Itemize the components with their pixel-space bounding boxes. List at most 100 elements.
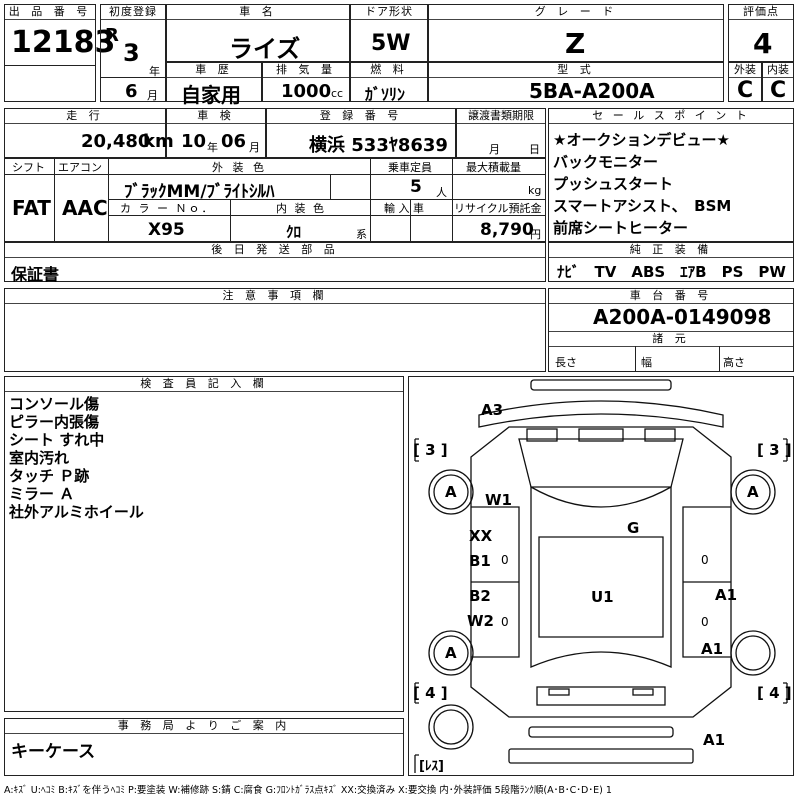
capacity-unit: 人	[436, 186, 447, 199]
grade-label: グ レ ー ド	[429, 5, 723, 20]
inspector-note-6: ミラー Ａ	[9, 485, 75, 503]
mark-0-l2: 0	[501, 615, 509, 629]
interior-label: 内装	[763, 63, 793, 78]
history: 自家用	[181, 83, 241, 107]
insp-year: 10	[181, 131, 207, 152]
mileage-box: 走 行 20,480 km	[4, 108, 174, 158]
mark-a1-rr: A1	[701, 640, 724, 658]
shift-label: シフト	[12, 161, 45, 174]
first-reg-year: 3	[123, 39, 140, 67]
office-note: キーケース	[11, 742, 96, 762]
inspector-note-7: 社外アルミホイール	[9, 503, 144, 521]
displacement: 1000	[281, 81, 332, 102]
door-type: 5W	[371, 31, 411, 56]
inspection-box: 車 検 10 年 06 月	[166, 108, 266, 158]
car-name: ライズ	[229, 35, 301, 63]
inspector-box: 検 査 員 記 入 欄 コンソール傷 ピラー内張傷 シート すれ中 室内汚れ タ…	[4, 376, 404, 712]
dims-label: 諸 元	[549, 331, 793, 347]
later-parts-box: 後 日 発 送 部 品 保証書	[4, 242, 546, 284]
mark-3-right: [ 3 ]	[757, 441, 792, 459]
notes-label: 注 意 事 項 欄	[5, 289, 545, 304]
lot-box: 出 品 番 号 12183	[4, 4, 115, 102]
mileage: 20,480	[81, 131, 151, 152]
insp-month-unit: 月	[249, 141, 260, 154]
inspector-note-2: ピラー内張傷	[9, 413, 100, 431]
car-diagram: A3 [ 3 ] [ 3 ] A W1 A XX B1 G 0 0 B2 W2 …	[408, 376, 794, 776]
exterior-label: 外装	[729, 63, 761, 78]
inspector-note-4: 室内汚れ	[9, 449, 70, 467]
history-box: 車 歴 自家用	[166, 62, 262, 107]
notes-box: 注 意 事 項 欄	[4, 288, 546, 372]
mark-b1: B1	[469, 552, 491, 570]
equipment-label: 純 正 装 備	[549, 243, 793, 258]
color-label: 外 装 色	[212, 161, 267, 174]
recycle-label: リサイクル預託金	[454, 202, 542, 215]
inspector-note-1: コンソール傷	[9, 395, 100, 413]
sales-point-5: 前席シートヒーター	[553, 219, 689, 237]
load-label: 最大積載量	[466, 161, 521, 174]
mark-3-left: [ 3 ]	[413, 441, 448, 459]
import-label: 輸 入 車	[384, 202, 424, 215]
first-reg-label: 初度登録	[101, 5, 165, 20]
mark-a-fl: A	[445, 483, 457, 501]
inspector-note-5: タッチ Ｐ跡	[9, 467, 90, 485]
inspector-note-3: シート すれ中	[9, 431, 105, 449]
mark-u1: U1	[591, 588, 614, 606]
insp-month: 06	[221, 131, 247, 152]
lot-number: 12183	[11, 25, 116, 60]
registration-box: 登 録 番 号 横浜 533ﾔ8639	[266, 108, 456, 158]
grade: Z	[565, 27, 586, 60]
grade-box: グ レ ー ド Z	[428, 4, 724, 62]
mileage-label: 走 行	[5, 109, 165, 124]
later-parts: 保証書	[11, 265, 60, 284]
model-box: 型 式 5BA-A200A	[428, 62, 724, 103]
mark-a-rl: A	[445, 644, 457, 662]
mark-0-r1: 0	[701, 553, 709, 567]
model-code: 5BA-A200A	[529, 79, 655, 103]
fuel-box: 燃 料 ｶﾞｿﾘﾝ	[350, 62, 428, 104]
chassis-box: 車 台 番 号 A200A-0149098 諸 元 長さ 幅 高さ	[548, 288, 794, 372]
mark-a1-right: A1	[715, 586, 738, 604]
sales-point-4: スマートアシスト、 BSM	[553, 197, 732, 215]
displacement-label: 排 気 量	[263, 63, 349, 78]
registration-number: 横浜 533ﾔ8639	[309, 135, 448, 156]
displacement-box: 排 気 量 1000 cc	[262, 62, 350, 102]
inspector-label: 検 査 員 記 入 欄	[5, 377, 403, 392]
history-label: 車 歴	[167, 63, 261, 78]
color-no-label: カ ラ ー Ｎｏ．	[120, 202, 215, 215]
recycle-unit: 円	[530, 228, 541, 241]
ac-type: AAC	[62, 196, 108, 220]
month-unit: 月	[147, 89, 158, 102]
shift: FAT	[12, 196, 51, 220]
exterior-box: 外装 C	[728, 62, 762, 103]
later-parts-label: 後 日 発 送 部 品	[5, 243, 545, 258]
color-number: X95	[148, 220, 185, 240]
transfer-day: 日	[529, 143, 540, 156]
first-reg-month: 6	[125, 81, 138, 102]
door-label: ドア形状	[351, 5, 427, 20]
mark-b2: B2	[469, 587, 491, 605]
era: R	[105, 25, 119, 46]
int-color-unit: 系	[356, 228, 367, 241]
mark-a3: A3	[481, 401, 504, 419]
ac-label: エアコン	[58, 161, 102, 174]
score-box: 評価点 4	[728, 4, 794, 62]
exterior-grade: C	[737, 78, 754, 103]
recycle-fee: 8,790	[480, 220, 534, 240]
height-label: 高さ	[723, 356, 745, 369]
car-outline	[414, 379, 788, 773]
car-name-box: 車 名 ライズ	[166, 4, 350, 63]
equipment-box: 純 正 装 備 ﾅﾋﾞ TV ABS ｴｱB PS PW	[548, 242, 794, 282]
mark-less: [ﾚｽ]	[419, 759, 444, 774]
transfer-month: 月	[489, 143, 500, 156]
office-box: 事 務 局 よ り ご 案 内 キーケース	[4, 718, 404, 776]
chassis-label: 車 台 番 号	[549, 289, 793, 304]
sales-points-box: セ ー ル ス ポ イ ン ト ★オークションデビュー★ バックモニター プッシ…	[548, 108, 794, 242]
year-unit: 年	[149, 65, 160, 78]
mark-xx: XX	[469, 527, 493, 545]
mark-0-r2: 0	[701, 615, 709, 629]
displacement-unit: cc	[331, 87, 344, 100]
car-name-label: 車 名	[167, 5, 349, 20]
mark-a-fr: A	[747, 483, 759, 501]
sales-point-1: ★オークションデビュー★	[553, 131, 730, 149]
